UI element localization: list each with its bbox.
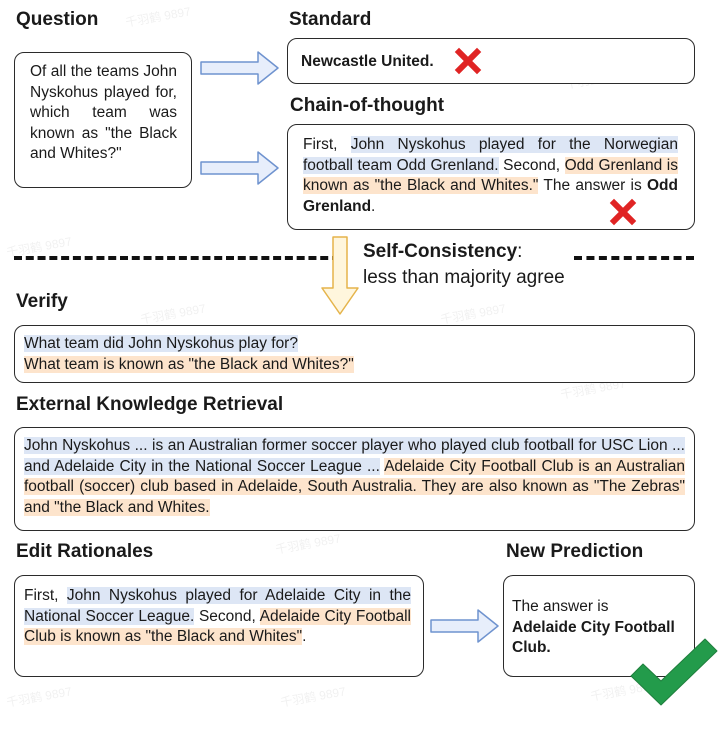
new-prediction-answer: Adelaide City Football Club. <box>512 618 675 657</box>
cot-answer: Odd Grenland <box>303 177 678 215</box>
self-consistency-label: Self-Consistency: <box>363 240 522 264</box>
watermark: 千羽鹤 9897 <box>439 301 507 327</box>
cot-answer-prefix: The answer is <box>538 177 647 194</box>
right-arrow-icon <box>200 51 279 85</box>
cot-answer-period: . <box>371 197 376 215</box>
new-prediction-prefix: The answer is <box>512 598 609 615</box>
verify-question-one: What team did John Nyskohus play for? <box>24 335 298 352</box>
question-heading: Question <box>16 9 99 30</box>
separator-left <box>14 256 340 260</box>
self-consistency-title: Self-Consistency <box>363 241 518 262</box>
red-x-cross-icon <box>454 47 482 75</box>
red-x-cross-icon <box>609 198 637 226</box>
ekr-heading: External Knowledge Retrieval <box>16 394 284 415</box>
cot-heading: Chain-of-thought <box>290 95 445 116</box>
standard-box: Newcastle United. <box>287 38 695 84</box>
separator-right <box>574 256 694 260</box>
self-consistency-detail: less than majority agree <box>363 267 565 288</box>
edit-box: First, John Nyskohus played for Adelaide… <box>14 575 424 677</box>
verify-heading: Verify <box>16 291 68 312</box>
standard-heading: Standard <box>289 9 372 30</box>
new-prediction-heading: New Prediction <box>506 541 644 562</box>
watermark: 千羽鹤 9897 <box>279 684 347 710</box>
green-check-mark-icon <box>630 638 718 706</box>
down-arrow-icon <box>321 236 359 315</box>
self-consistency-colon: : <box>517 241 523 262</box>
watermark: 千羽鹤 9897 <box>5 684 73 710</box>
question-text: Of all the teams John Nyskohus played fo… <box>30 63 177 162</box>
cot-box: First, John Nyskohus played for the Norw… <box>287 124 695 230</box>
ekr-box: John Nyskohus ... is an Australian forme… <box>14 427 695 531</box>
cot-text-second: Second, <box>498 156 565 174</box>
verify-question-two: What team is known as "the Black and Whi… <box>24 355 354 373</box>
edit-heading: Edit Rationales <box>16 541 154 562</box>
verify-box: What team did John Nyskohus play for? Wh… <box>14 325 695 383</box>
right-arrow-icon <box>200 151 279 185</box>
watermark: 千羽鹤 9897 <box>124 4 192 30</box>
edit-text-second: Second, <box>194 607 260 625</box>
watermark: 千羽鹤 9897 <box>139 301 207 327</box>
standard-answer: Newcastle United. <box>301 53 434 70</box>
edit-text-period: . <box>302 628 307 645</box>
edit-text-first: First, <box>24 587 67 604</box>
question-box: Of all the teams John Nyskohus played fo… <box>14 52 192 188</box>
new-prediction-box: The answer is Adelaide City Football Clu… <box>503 575 695 677</box>
watermark: 千羽鹤 9897 <box>274 531 342 557</box>
right-arrow-icon <box>430 609 499 643</box>
cot-text-first: First, <box>303 136 351 153</box>
